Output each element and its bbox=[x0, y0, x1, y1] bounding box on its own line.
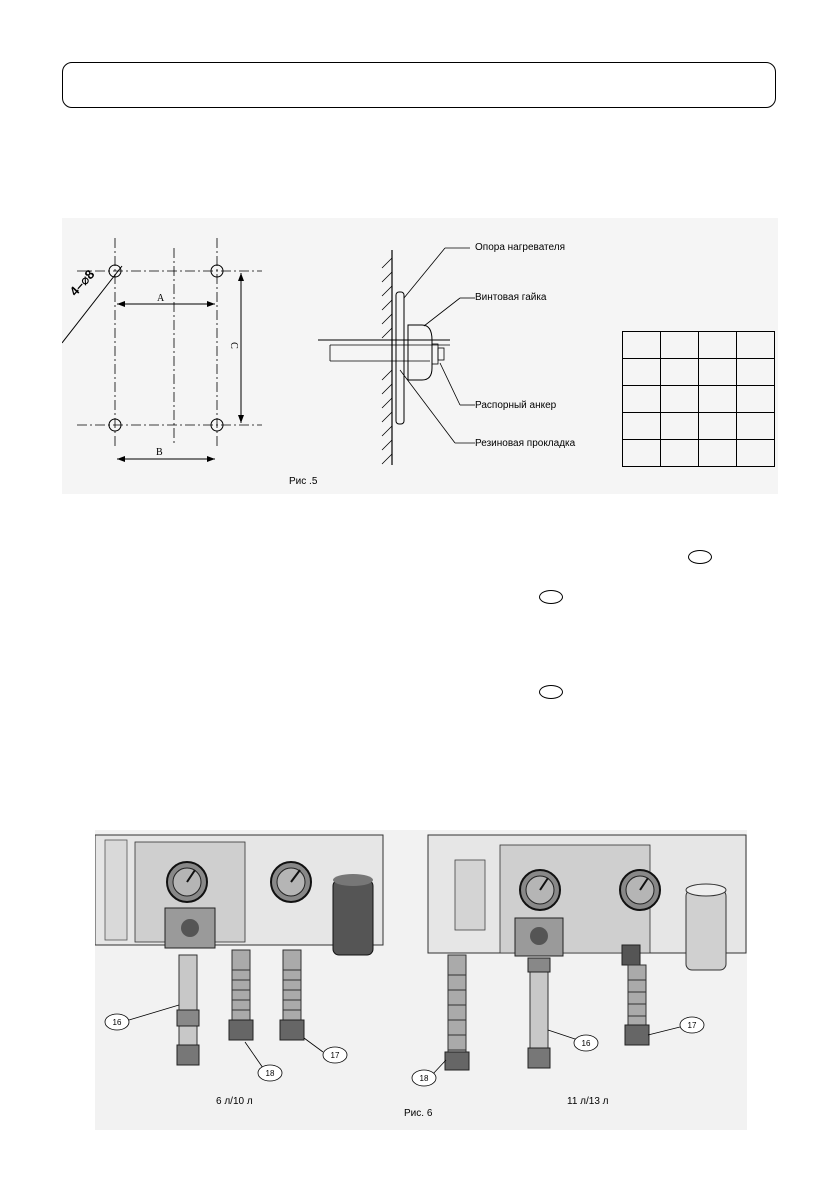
callout-heater-support: Опора нагревателя bbox=[475, 242, 565, 253]
figure-6-caption: Рис. 6 bbox=[404, 1108, 433, 1119]
table-row bbox=[622, 358, 775, 386]
table-row bbox=[622, 439, 775, 467]
callout-17-right: 17 bbox=[687, 1021, 697, 1030]
callout-18-left: 18 bbox=[265, 1069, 275, 1078]
reference-oval bbox=[688, 550, 712, 564]
callout-expansion-anchor: Распорный анкер bbox=[475, 400, 557, 411]
dimension-a-label: A bbox=[157, 293, 165, 304]
dimension-table bbox=[622, 331, 775, 467]
callout-16-left: 16 bbox=[112, 1018, 122, 1027]
hole-layout-drawing bbox=[62, 238, 262, 462]
caption-11-13: 11 л/13 л bbox=[567, 1096, 609, 1107]
callout-18-right: 18 bbox=[419, 1074, 429, 1083]
caption-6-10: 6 л/10 л bbox=[216, 1096, 253, 1107]
table-row bbox=[622, 385, 775, 413]
wall-mount-section bbox=[318, 247, 475, 465]
header-frame bbox=[62, 62, 776, 108]
table-row bbox=[622, 331, 775, 359]
reference-oval bbox=[539, 685, 563, 699]
figure-5-caption: Рис .5 bbox=[289, 476, 318, 487]
dimension-b-label: B bbox=[156, 447, 163, 458]
callout-17-left: 17 bbox=[330, 1051, 340, 1060]
dimension-c-label: C bbox=[227, 342, 239, 349]
unit-11-13-drawing bbox=[411, 834, 747, 1087]
callout-16-right: 16 bbox=[581, 1039, 591, 1048]
reference-oval bbox=[539, 590, 563, 604]
table-row bbox=[622, 412, 775, 440]
callout-rubber-gasket: Резиновая прокладка bbox=[475, 438, 576, 449]
unit-6-10-drawing bbox=[95, 834, 384, 1082]
callout-screw-nut: Винтовая гайка bbox=[475, 292, 547, 303]
